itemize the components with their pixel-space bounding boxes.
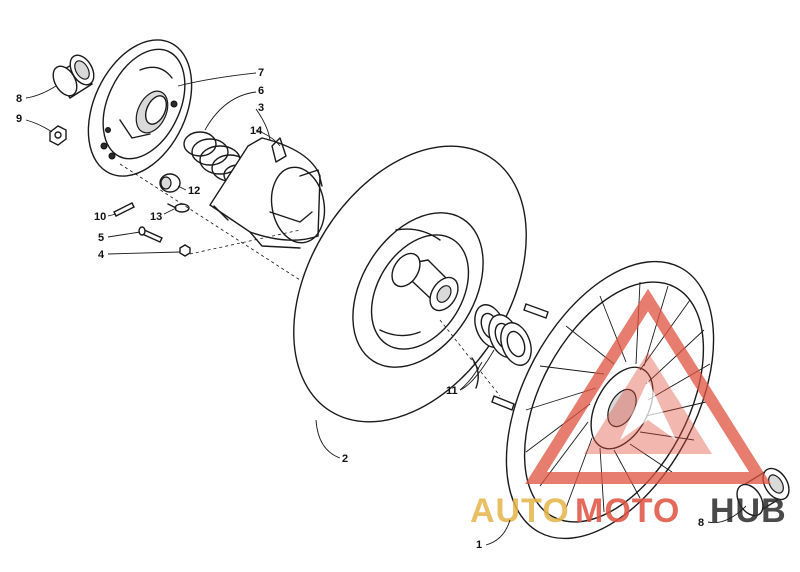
callout-labels: 7 6 3 14 8 9 12 10 13 5 4 2 11 1 8 [16, 67, 704, 551]
callout-9: 9 [16, 113, 22, 125]
part-cover-plate [87, 39, 193, 177]
watermark-wordmark: AUTO MOTO HUB [470, 492, 787, 530]
callout-2: 2 [342, 453, 348, 465]
part-bushing-bottom [736, 467, 790, 517]
callout-13: 13 [150, 211, 162, 223]
leader-lines [25, 72, 747, 546]
callout-7: 7 [258, 67, 264, 79]
part-studs [491, 303, 549, 411]
callout-6: 6 [258, 85, 264, 97]
part-sheave-disc [293, 145, 527, 423]
watermark-text-auto: AUTO [470, 492, 570, 530]
watermark-text-hub: HUB [710, 492, 787, 530]
part-pin [113, 202, 135, 217]
callout-1: 1 [476, 539, 482, 551]
callout-3: 3 [258, 102, 264, 114]
part-roller [159, 173, 181, 193]
callout-4: 4 [98, 249, 105, 261]
callout-14: 14 [250, 125, 263, 137]
callout-8-bottom: 8 [698, 517, 704, 529]
part-bushing-top [52, 54, 95, 99]
callout-5: 5 [98, 232, 104, 244]
callout-11: 11 [446, 385, 458, 397]
part-cam-cylinder [209, 137, 326, 249]
callout-8-top: 8 [16, 93, 22, 105]
callout-10: 10 [94, 211, 106, 223]
part-small-nut [179, 244, 191, 257]
part-bolt [138, 226, 163, 243]
watermark-logo [525, 288, 771, 484]
watermark-triangle-outer [525, 288, 771, 484]
watermark-text-moto: MOTO [575, 492, 680, 530]
callout-12: 12 [188, 185, 200, 197]
part-nut [49, 125, 67, 146]
part-washers [471, 304, 532, 389]
watermark-triangle-notch [620, 380, 676, 440]
